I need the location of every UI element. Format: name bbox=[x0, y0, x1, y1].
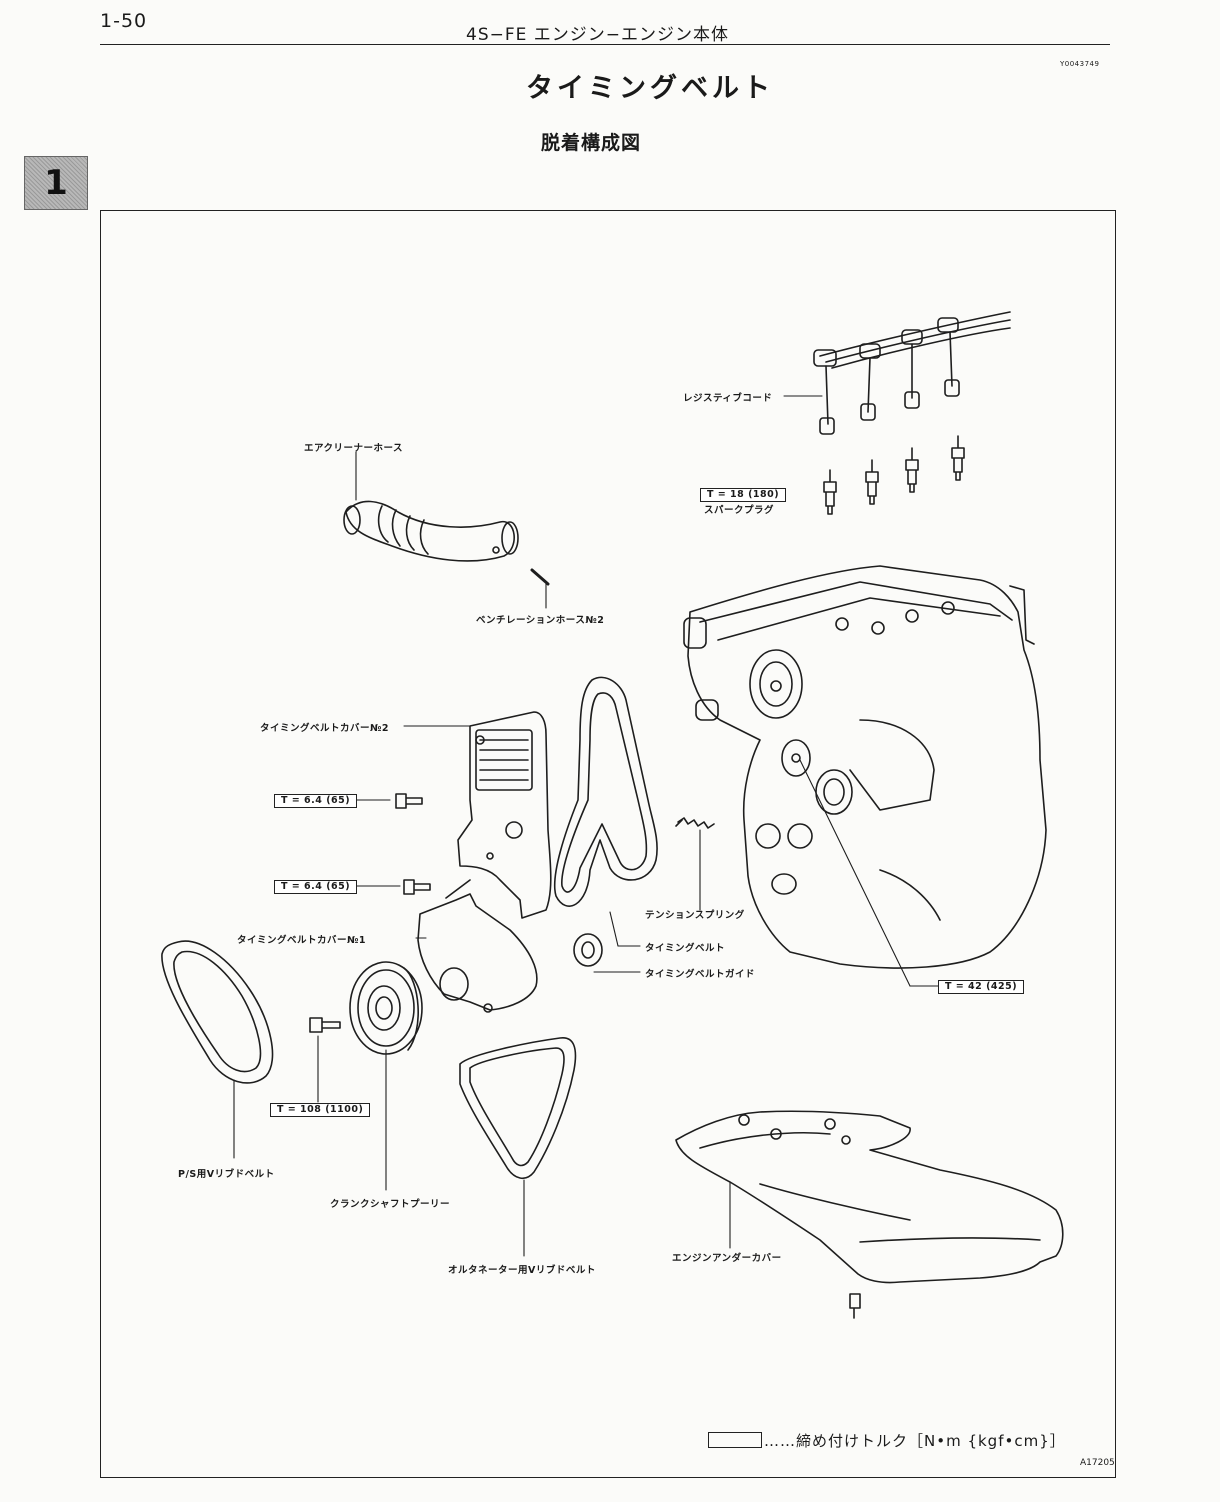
doc-code: Y0043749 bbox=[1060, 60, 1100, 68]
timing-belt-guide bbox=[573, 933, 603, 967]
label-timing-belt-guide: タイミングベルトガイド bbox=[645, 969, 756, 980]
torque-cover2-bolt-upper: T = 6.4 (65) bbox=[274, 794, 358, 808]
torque-cover2-bolt-lower: T = 6.4 (65) bbox=[274, 880, 358, 894]
label-ventilation-hose: ベンチレーションホース№2 bbox=[476, 615, 605, 626]
label-air-cleaner-hose: エアクリーナーホース bbox=[304, 443, 404, 454]
label-timing-belt-cover-1: タイミングベルトカバー№1 bbox=[237, 935, 367, 946]
page-number: 1-50 bbox=[100, 10, 148, 32]
figure-id: A17205 bbox=[1080, 1458, 1115, 1468]
alternator-vribbed-belt bbox=[459, 1037, 577, 1179]
tension-spring bbox=[675, 817, 715, 829]
resistive-cords bbox=[813, 311, 1011, 435]
air-cleaner-hose bbox=[343, 500, 519, 562]
engine-under-cover bbox=[675, 1110, 1064, 1284]
timing-belt-cover-1 bbox=[417, 879, 538, 1013]
timing-belt bbox=[553, 676, 658, 907]
label-crankshaft-pulley: クランクシャフトプーリー bbox=[330, 1199, 451, 1210]
leader-lines bbox=[233, 395, 939, 1257]
page-title: タイミングベルト bbox=[526, 73, 774, 104]
spark-plugs bbox=[823, 435, 965, 515]
label-spark-plug: スパークプラグ bbox=[704, 505, 775, 516]
cover-bolts bbox=[309, 793, 861, 1319]
legend-text: ……締め付けトルク［N•m {kgf•cm}］ bbox=[764, 1432, 1066, 1450]
engine-block bbox=[683, 565, 1047, 969]
torque-idler: T = 42 (425) bbox=[938, 980, 1025, 994]
label-engine-under-cover: エンジンアンダーカバー bbox=[672, 1253, 782, 1264]
label-tension-spring: テンションスプリング bbox=[645, 910, 745, 921]
crankshaft-pulley bbox=[349, 961, 423, 1055]
chapter-tab: 1 bbox=[24, 156, 88, 210]
timing-belt-cover-2 bbox=[457, 711, 552, 919]
label-timing-belt: タイミングベルト bbox=[645, 943, 726, 954]
legend-box bbox=[708, 1432, 762, 1448]
torque-spark-plug: T = 18 (180) bbox=[700, 488, 787, 502]
label-timing-belt-cover-2: タイミングベルトカバー№2 bbox=[260, 723, 390, 734]
chapter-number: 1 bbox=[44, 163, 68, 203]
ventilation-hose bbox=[530, 568, 550, 586]
label-ps-vribbed-belt: P/S用Vリブドベルト bbox=[178, 1169, 275, 1180]
diagram-frame bbox=[100, 210, 1116, 1478]
torque-pulley-bolt: T = 108 (1100) bbox=[270, 1103, 371, 1117]
label-resistive-cord: レジスティブコード bbox=[683, 393, 773, 404]
ps-vribbed-belt bbox=[161, 940, 274, 1084]
header-rule bbox=[100, 44, 1110, 45]
section-title: 4S−FE エンジン−エンジン本体 bbox=[466, 25, 730, 45]
label-alternator-vribbed-belt: オルタネーター用Vリブドベルト bbox=[448, 1265, 596, 1276]
page-subtitle: 脱着構成図 bbox=[540, 132, 641, 154]
